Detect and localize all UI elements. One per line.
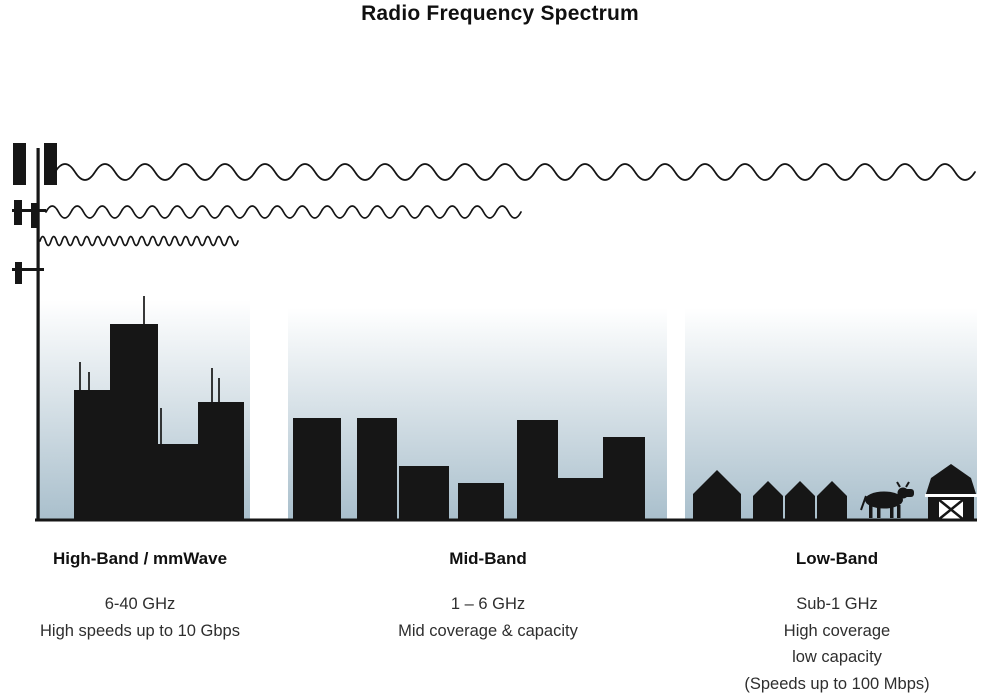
band-desc-line: High coverage <box>783 621 891 640</box>
mid-band-skyline <box>293 418 645 520</box>
barn-icon <box>925 464 977 521</box>
band-desc-line: (Speeds up to 100 Mbps) <box>744 674 930 693</box>
band-freq: 1 – 6 GHz <box>450 595 526 613</box>
long-wavelength-wave <box>54 163 976 181</box>
page-title: Radio Frequency Spectrum <box>361 2 639 25</box>
band-desc-line: Mid coverage & capacity <box>398 621 578 640</box>
band-desc-line: High speeds up to 10 Gbps <box>40 621 240 640</box>
cell-tower-icon <box>12 143 57 520</box>
band-name-low-band: Low-Band <box>795 549 879 568</box>
band-desc-line: low capacity <box>792 648 882 666</box>
band-name-mid-band: Mid-Band <box>449 549 527 568</box>
cow-icon <box>860 481 914 518</box>
band-freq: 6-40 GHz <box>104 595 176 613</box>
mid-wavelength-wave <box>45 205 522 219</box>
band-freq: Sub-1 GHz <box>796 595 878 613</box>
short-wavelength-wave <box>39 235 239 247</box>
high-band-skyline <box>74 296 244 520</box>
band-desc-mid-band: 1 – 6 GHz Mid coverage & capacity <box>348 591 628 644</box>
band-desc-high-band: 6-40 GHz High speeds up to 10 Gbps <box>0 591 280 644</box>
band-desc-low-band: Sub-1 GHz High coverage low capacity (Sp… <box>697 591 977 697</box>
band-name-high-band: High-Band / mmWave <box>52 549 228 568</box>
low-band-houses <box>693 470 847 520</box>
ground-line <box>35 518 977 522</box>
